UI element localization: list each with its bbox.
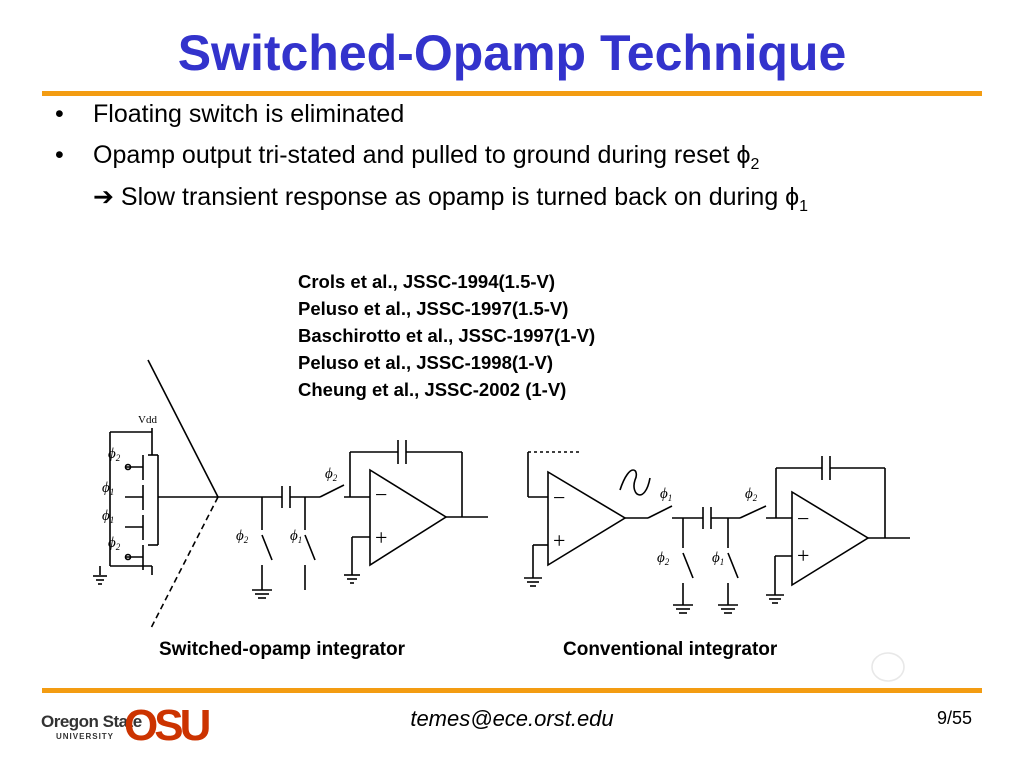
phase-label: ϕ2 <box>745 486 758 503</box>
page-number: 9/55 <box>936 708 972 728</box>
phase-label: ϕ2 <box>236 528 249 545</box>
bullet-item: • Opamp output tri-stated and pulled to … <box>55 141 985 182</box>
caption-left: Switched-opamp integrator <box>159 639 405 660</box>
continuation-text: Slow transient response as opamp is turn… <box>113 183 800 211</box>
tristate-output-stage <box>93 428 218 585</box>
opamp-plus: + <box>797 543 809 568</box>
switched-opamp-integrator <box>218 440 488 599</box>
faint-circle <box>871 652 905 682</box>
opamp-plus: + <box>553 528 565 553</box>
logo-mark: OSU <box>124 701 211 750</box>
reference-item: Crols et al., JSSC-1994(1.5-V) <box>298 271 556 292</box>
vdd-label: Vdd <box>138 414 157 426</box>
phase-label: ϕ2 <box>108 446 121 463</box>
bullet-list: • Floating switch is eliminated • Opamp … <box>55 100 985 223</box>
phi-subscript: 2 <box>750 156 760 173</box>
opamp-minus: − <box>797 506 809 531</box>
logo-name: Oregon State <box>41 712 142 731</box>
phase-label: ϕ1 <box>712 550 724 567</box>
phase-label: ϕ1 <box>102 508 114 525</box>
reference-item: Peluso et al., JSSC-1998(1-V) <box>298 352 553 373</box>
zoom-line <box>149 496 219 631</box>
bullet-text: Opamp output tri-stated and pulled to gr… <box>93 141 751 169</box>
phi-subscript: 1 <box>799 198 809 215</box>
title-rule <box>42 91 982 96</box>
bullet-continuation: ➔ Slow transient response as opamp is tu… <box>55 182 985 223</box>
phase-label: ϕ2 <box>325 466 338 483</box>
footer-rule <box>42 688 982 693</box>
reference-list: Crols et al., JSSC-1994(1.5-V) Peluso et… <box>298 268 595 403</box>
phase-label: ϕ2 <box>108 535 121 552</box>
opamp-minus: − <box>553 485 565 510</box>
reference-item: Baschirotto et al., JSSC-1997(1-V) <box>298 325 596 346</box>
conventional-integrator <box>524 451 910 614</box>
phase-label: ϕ1 <box>660 486 672 503</box>
footer-email: temes@ece.orst.edu <box>410 706 614 731</box>
opamp-minus: − <box>375 482 387 507</box>
zoom-line <box>147 359 219 498</box>
opamp-plus: + <box>375 525 387 550</box>
bullet-marker: • <box>55 141 64 169</box>
logo-sub: UNIVERSITY <box>56 732 115 741</box>
reference-item: Peluso et al., JSSC-1997(1.5-V) <box>298 298 569 319</box>
phase-label: ϕ1 <box>102 480 114 497</box>
bullet-text: Floating switch is eliminated <box>93 100 405 128</box>
caption-right: Conventional integrator <box>563 639 778 660</box>
reference-item: Cheung et al., JSSC-2002 (1-V) <box>298 379 567 400</box>
bullet-marker: • <box>55 100 64 128</box>
phase-label: ϕ2 <box>657 550 670 567</box>
phase-label: ϕ1 <box>290 528 302 545</box>
bullet-item: • Floating switch is eliminated <box>55 100 985 141</box>
slide-title: Switched-Opamp Technique <box>177 25 847 81</box>
arrow-icon: ➔ <box>93 183 114 211</box>
